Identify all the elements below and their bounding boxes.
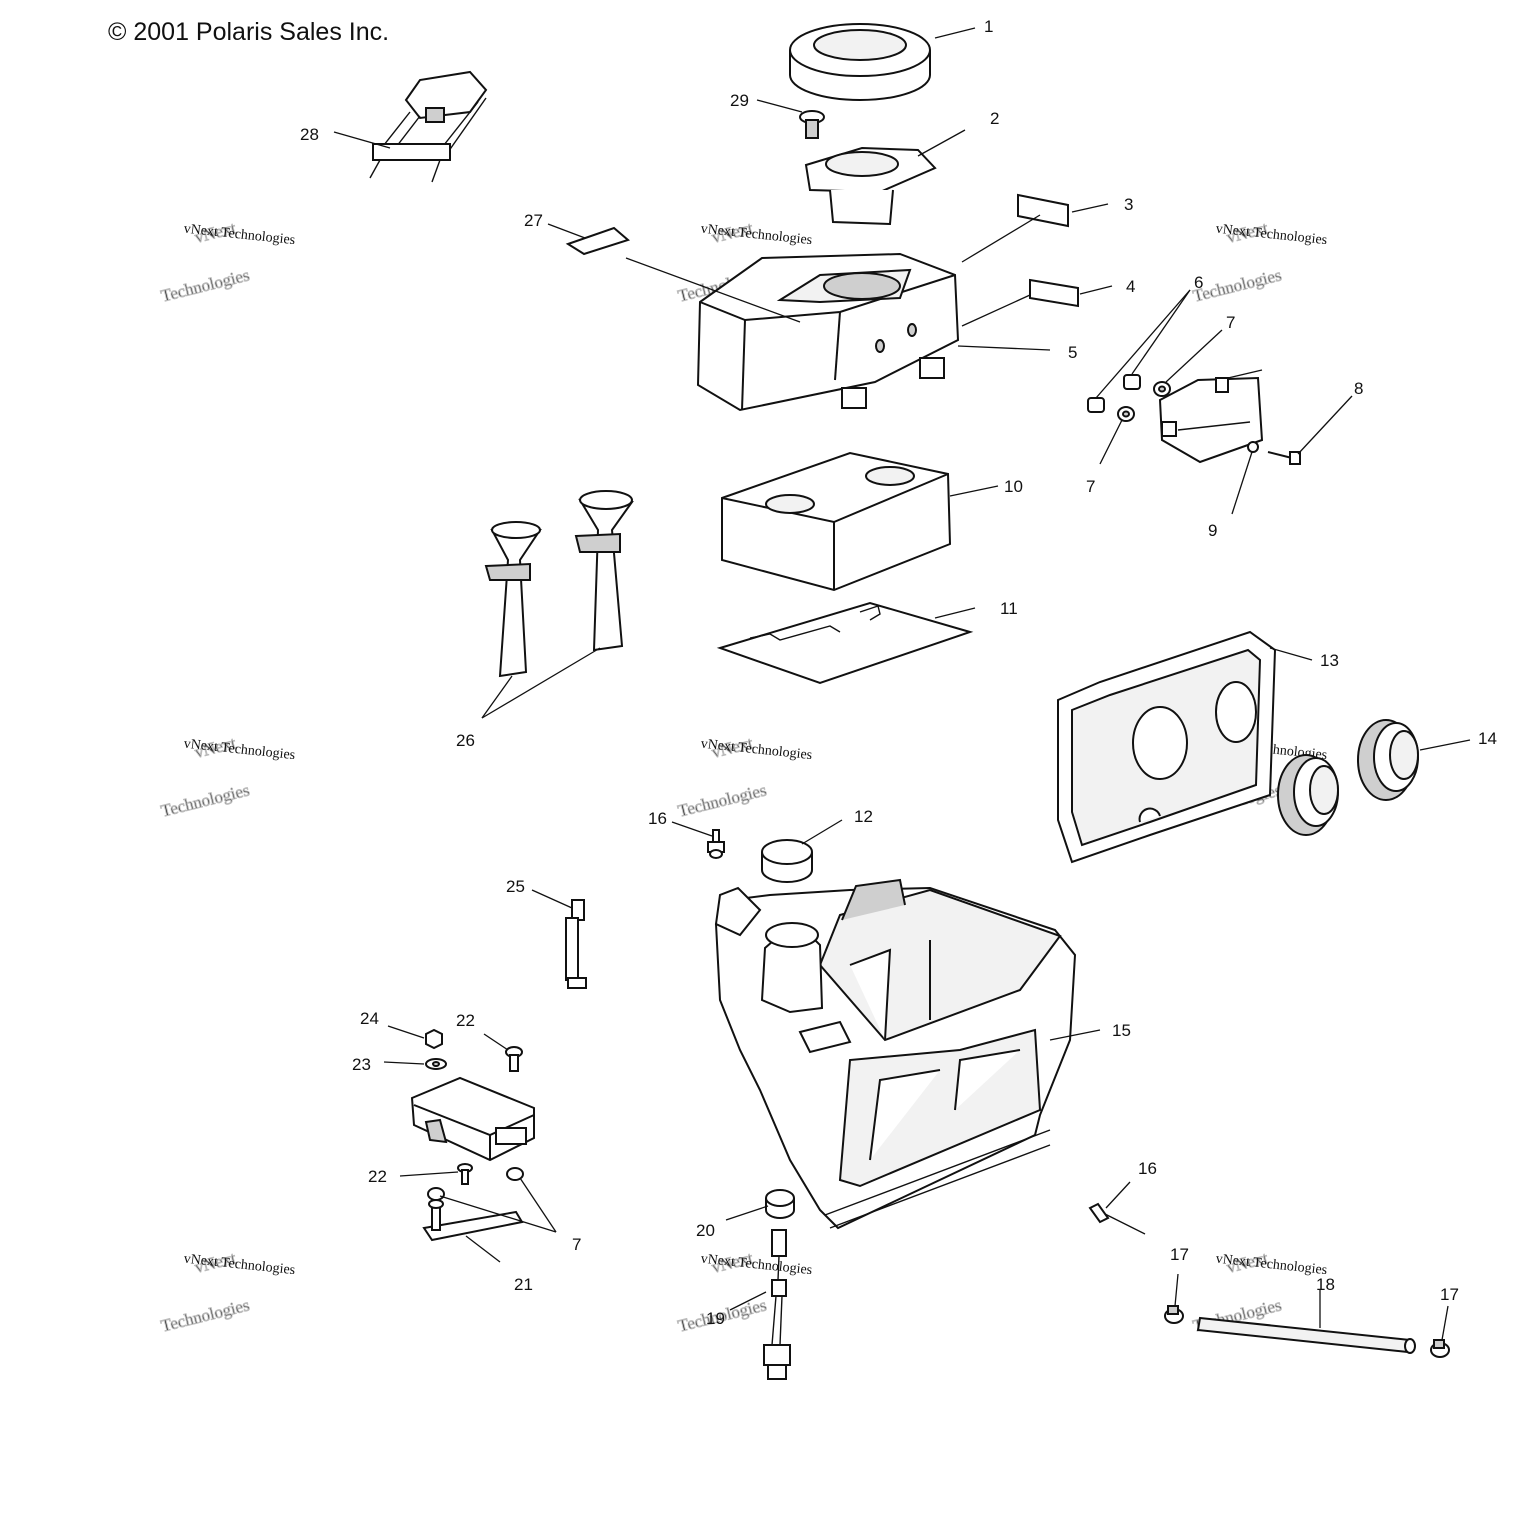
washer-7-lower-part: [1117, 406, 1135, 422]
grommet-7-right-part: [506, 1167, 524, 1181]
callout-26: 26: [456, 731, 475, 750]
velocity-stack-left-part: [484, 521, 542, 678]
hose-part: [1196, 1316, 1416, 1354]
hose-clamp-left-part: [1164, 1305, 1184, 1324]
svg-text:Technologies: Technologies: [1191, 265, 1283, 305]
callout-14: 14: [1478, 729, 1497, 748]
decal-part: [565, 226, 631, 256]
callout-1: 1: [984, 17, 993, 36]
decal-3-part: [1017, 193, 1069, 228]
wiring-connector-part: [369, 70, 488, 183]
screw-22-lower-part: [457, 1163, 473, 1185]
callout-24: 24: [360, 1009, 379, 1028]
fastener-upper-part: [707, 829, 725, 859]
callout-7-module: 7: [572, 1235, 581, 1254]
callout-5: 5: [1068, 343, 1077, 362]
watermark-top-left: vNext vNext Technologies Technologies: [159, 218, 296, 306]
callout-27: 27: [524, 211, 543, 230]
push-rivet-part: [799, 110, 825, 139]
callout-21: 21: [514, 1275, 533, 1294]
svg-text:Technologies: Technologies: [159, 1295, 251, 1335]
control-module-part: [410, 1076, 535, 1162]
svg-text:Technologies: Technologies: [159, 265, 251, 305]
callout-11: 11: [1000, 599, 1018, 618]
spacer-6-upper-part: [1123, 374, 1141, 390]
callout-20: 20: [696, 1221, 715, 1240]
callout-18: 18: [1316, 1275, 1335, 1294]
callout-22-lower: 22: [368, 1167, 387, 1186]
screw-22-upper-part: [505, 1046, 523, 1072]
callout-15: 15: [1112, 1021, 1131, 1040]
callout-13: 13: [1320, 651, 1339, 670]
washer-23-part: [425, 1058, 447, 1070]
callout-10: 10: [1004, 477, 1023, 496]
nut-part: [425, 1028, 443, 1050]
airbox-plate-part: [1057, 630, 1277, 864]
airbox-cover-part: [696, 252, 960, 412]
callout-22-upper: 22: [456, 1011, 475, 1030]
washer-9-part: [1247, 441, 1259, 453]
callout-9: 9: [1208, 521, 1217, 540]
callout-23: 23: [352, 1055, 371, 1074]
grommet-7-left-part: [427, 1187, 445, 1201]
gasket-part: [716, 601, 974, 685]
bolt-8-part: [1267, 451, 1301, 465]
airbox-housing-part: [714, 878, 1077, 1230]
svg-text:Technologies: Technologies: [159, 780, 251, 820]
sensor-harness-part: [763, 1229, 791, 1380]
watermark-middle-center: vNext vNext Technologies Technologies: [676, 733, 813, 821]
callout-7-lower: 7: [1086, 477, 1095, 496]
cap-part: [761, 839, 813, 883]
decal-4-part: [1029, 278, 1079, 308]
velocity-stack-right-part: [574, 490, 634, 652]
callout-17-right: 17: [1440, 1285, 1459, 1304]
coupler-front-part: [1277, 754, 1339, 836]
coupler-rear-part: [1357, 719, 1419, 801]
hose-clamp-right-part: [1430, 1339, 1450, 1358]
callout-12: 12: [854, 807, 873, 826]
callout-17-left: 17: [1170, 1245, 1189, 1264]
copyright-text: © 2001 Polaris Sales Inc.: [108, 18, 389, 46]
filter-element-part: [721, 451, 952, 592]
fastener-lower-part: [1088, 1202, 1146, 1235]
callout-16-lower: 16: [1138, 1159, 1157, 1178]
strap-part: [565, 899, 587, 989]
spacer-6-lower-part: [1087, 397, 1105, 413]
callout-28: 28: [300, 125, 319, 144]
callout-2: 2: [990, 109, 999, 128]
svg-text:Technologies: Technologies: [676, 780, 768, 820]
watermark-bottom-left: vNext vNext Technologies Technologies: [159, 1248, 296, 1336]
watermark-bottom-center: vNext vNext Technologies Technologies: [676, 1248, 813, 1336]
callout-4: 4: [1126, 277, 1135, 296]
seal-ring-part: [789, 23, 931, 101]
washer-7-upper-part: [1153, 381, 1171, 397]
grommet-part: [765, 1189, 795, 1219]
callout-19: 19: [706, 1309, 725, 1328]
callout-6: 6: [1194, 273, 1203, 292]
callout-3: 3: [1124, 195, 1133, 214]
callout-25: 25: [506, 877, 525, 896]
callout-16-upper: 16: [648, 809, 667, 828]
leader-lines: [333, 27, 1471, 1341]
mounting-bracket-part: [1158, 369, 1264, 464]
adapter-plate-part: [804, 146, 937, 226]
callout-7-upper: 7: [1226, 313, 1235, 332]
watermark-top-right: vNext vNext Technologies Technologies: [1191, 218, 1328, 306]
callout-29: 29: [730, 91, 749, 110]
callout-8: 8: [1354, 379, 1363, 398]
watermark-middle-left: vNext vNext Technologies Technologies: [159, 733, 296, 821]
